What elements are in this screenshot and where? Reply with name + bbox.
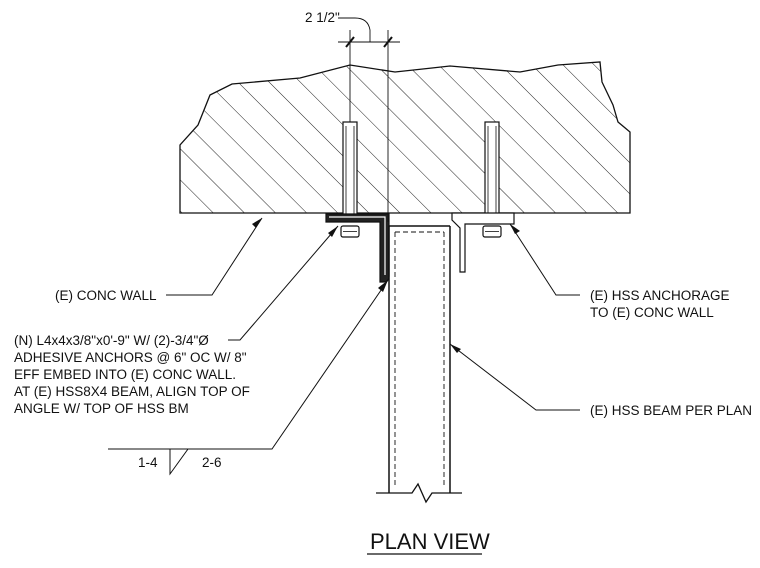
leader-section-ref: [108, 279, 389, 450]
section-detail-number: 1-4: [138, 455, 158, 470]
label-new-angle: (N) L4x4x3/8"x0'-9" W/ (2)-3/4"Ø ADHESIV…: [14, 333, 254, 416]
section-reference-marker: 1-4 2-6: [138, 448, 222, 476]
hss-anchorage-line-1: (E) HSS ANCHORAGE: [590, 288, 730, 303]
dimension-label: 2 1/2": [305, 10, 340, 25]
label-hss-anchorage: (E) HSS ANCHORAGE TO (E) CONC WALL: [590, 288, 733, 320]
hss-anchorage-plate: [451, 212, 515, 273]
hss-anchorage-line-2: TO (E) CONC WALL: [590, 305, 714, 320]
label-conc-wall: (E) CONC WALL: [55, 288, 157, 303]
concrete-wall: [179, 61, 631, 214]
new-angle-line-4: AT (E) HSS8X4 BEAM, ALIGN TOP OF: [14, 384, 250, 399]
leader-hss-beam: [449, 343, 580, 411]
new-steel-angle: [325, 213, 390, 283]
hss-anchor-bolt-right: [482, 121, 502, 238]
leader-hss-anchorage: [509, 223, 580, 296]
label-hss-beam: (E) HSS BEAM PER PLAN: [590, 403, 752, 418]
view-title: PLAN VIEW: [370, 529, 490, 554]
leader-conc-wall: [166, 217, 263, 296]
new-angle-line-2: ADHESIVE ANCHORS @ 6" OC W/ 8": [14, 350, 247, 365]
new-angle-line-3: EFF EMBED INTO (E) CONC WALL.: [14, 367, 236, 382]
hss-beam: [376, 225, 462, 504]
section-sheet-number: 2-6: [202, 455, 222, 470]
adhesive-anchor-left: [340, 121, 360, 238]
dimension-anchor-offset: 2 1/2": [305, 10, 400, 222]
new-angle-line-5: ANGLE W/ TOP OF HSS BM: [14, 401, 189, 416]
leader-new-angle: [228, 225, 339, 341]
new-angle-line-1: (N) L4x4x3/8"x0'-9" W/ (2)-3/4"Ø: [14, 333, 209, 348]
